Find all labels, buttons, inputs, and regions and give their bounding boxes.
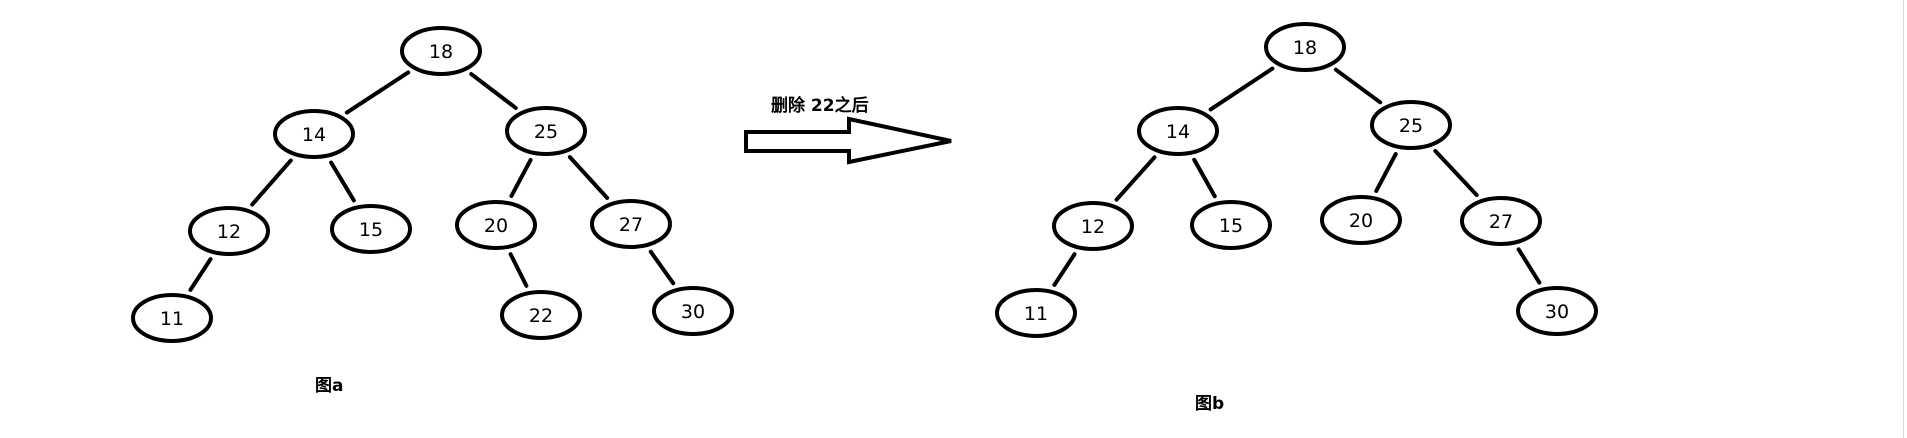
tree-a: 18 14 25 12 15 20 27 11 22 30: [131, 26, 734, 343]
tree-node-27: 27: [590, 199, 672, 249]
node-label: 30: [1545, 301, 1569, 323]
tree-node-20: 20: [1320, 195, 1402, 245]
node-ellipse: [590, 199, 672, 249]
arrow-right-icon: [744, 116, 952, 165]
node-label: 27: [1489, 211, 1513, 233]
node-label: 27: [619, 214, 643, 236]
node-ellipse: [500, 290, 582, 340]
edge-14-12: [250, 158, 293, 207]
tree-node-12: 12: [1052, 201, 1134, 251]
node-label: 25: [1399, 115, 1423, 137]
node-label: 30: [681, 301, 705, 323]
node-ellipse: [188, 206, 270, 256]
node-label: 20: [484, 215, 508, 237]
edge-12-11: [1052, 252, 1077, 287]
edge-27-30: [1516, 247, 1542, 285]
node-ellipse: [330, 204, 412, 254]
node-label: 14: [302, 124, 326, 146]
node-label: 18: [1293, 37, 1317, 59]
caption-a: 图a: [315, 376, 343, 396]
tree-node-20: 20: [455, 200, 537, 250]
node-label: 18: [429, 41, 453, 63]
tree-node-27: 27: [1460, 196, 1542, 246]
node-label: 25: [534, 121, 558, 143]
edge-18-25: [469, 72, 518, 110]
edge-25-27: [567, 155, 610, 200]
tree-node-14: 14: [1137, 106, 1219, 156]
tree-node-18: 18: [1264, 22, 1346, 72]
edge-27-30: [648, 249, 676, 286]
transition-arrow: 删除 22之后: [744, 95, 952, 165]
edge-18-25: [1333, 67, 1383, 105]
node-ellipse: [131, 293, 213, 343]
edge-18-14: [1208, 66, 1275, 112]
tree-node-14: 14: [273, 109, 355, 159]
tree-node-30: 30: [652, 286, 734, 336]
tree-b: 18 14 25 12 15 20 27 11 30: [995, 22, 1598, 338]
edge-14-12: [1114, 155, 1157, 202]
node-ellipse: [505, 106, 587, 156]
tree-node-11: 11: [131, 293, 213, 343]
node-label: 12: [217, 221, 241, 243]
edge-14-15: [329, 160, 356, 203]
edge-25-20: [1374, 152, 1398, 193]
node-ellipse: [1052, 201, 1134, 251]
arrow-label: 删除 22之后: [771, 95, 869, 116]
node-ellipse: [1137, 106, 1219, 156]
node-label: 11: [1024, 303, 1048, 325]
node-label: 12: [1081, 216, 1105, 238]
node-label: 14: [1166, 121, 1190, 143]
node-ellipse: [1516, 286, 1598, 336]
node-label: 11: [160, 308, 184, 330]
page-border: [1903, 0, 1904, 438]
node-ellipse: [652, 286, 734, 336]
edge-25-20: [509, 158, 533, 198]
node-ellipse: [995, 288, 1077, 338]
edge-14-15: [1192, 157, 1217, 199]
node-ellipse: [1264, 22, 1346, 72]
node-ellipse: [1190, 200, 1272, 250]
tree-node-11: 11: [995, 288, 1077, 338]
tree-node-25: 25: [505, 106, 587, 156]
edge-18-14: [344, 70, 411, 115]
node-ellipse: [1320, 195, 1402, 245]
node-ellipse: [1370, 100, 1452, 150]
node-ellipse: [400, 26, 482, 76]
tree-node-22: 22: [500, 290, 582, 340]
node-label: 15: [359, 219, 383, 241]
tree-node-15: 15: [330, 204, 412, 254]
tree-node-15: 15: [1190, 200, 1272, 250]
node-ellipse: [455, 200, 537, 250]
tree-node-12: 12: [188, 206, 270, 256]
edge-12-11: [188, 257, 213, 292]
tree-node-25: 25: [1370, 100, 1452, 150]
edge-20-22: [508, 252, 529, 288]
tree-node-30: 30: [1516, 286, 1598, 336]
node-ellipse: [273, 109, 355, 159]
node-ellipse: [1460, 196, 1542, 246]
node-label: 20: [1349, 210, 1373, 232]
edge-25-27: [1433, 148, 1479, 198]
node-label: 15: [1219, 215, 1243, 237]
caption-b: 图b: [1195, 394, 1224, 414]
tree-node-18: 18: [400, 26, 482, 76]
node-label: 22: [529, 305, 553, 327]
